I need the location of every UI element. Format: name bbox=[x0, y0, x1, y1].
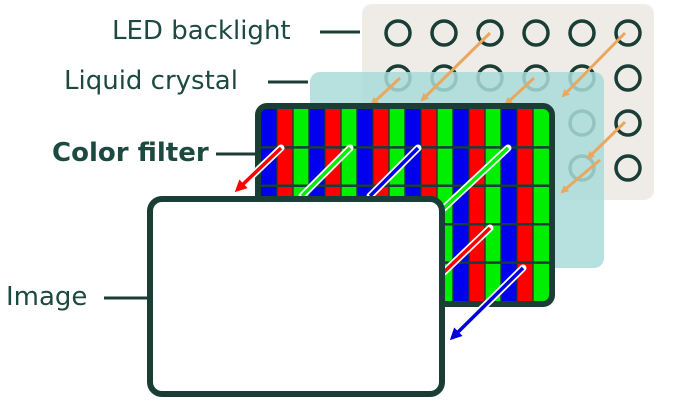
led-circle bbox=[476, 19, 504, 47]
led-circle bbox=[384, 19, 412, 47]
backlight-ray bbox=[370, 76, 402, 106]
filter-stripe-blue bbox=[453, 109, 470, 301]
filter-stripe-red bbox=[469, 109, 486, 301]
colored-light-ray bbox=[300, 146, 352, 198]
led-backlight-label: LED backlight bbox=[112, 16, 291, 46]
liquid-crystal-label: Liquid crystal bbox=[64, 66, 238, 96]
filter-stripe-green bbox=[485, 109, 502, 301]
color-filter-label: Color filter bbox=[52, 138, 209, 168]
backlight-ray bbox=[561, 31, 627, 98]
led-circle bbox=[568, 19, 596, 47]
backlight-ray bbox=[504, 76, 536, 106]
backlight-ray bbox=[586, 120, 627, 160]
backlight-ray bbox=[560, 158, 601, 194]
image-screen bbox=[147, 196, 445, 397]
filter-stripe-blue bbox=[501, 109, 518, 301]
filter-stripe-green bbox=[533, 109, 550, 301]
led-circle bbox=[614, 154, 642, 182]
colored-light-ray bbox=[442, 226, 492, 274]
led-circle bbox=[430, 19, 458, 47]
colored-light-ray bbox=[449, 266, 525, 341]
led-circle bbox=[522, 19, 550, 47]
led-circle bbox=[614, 64, 642, 92]
filter-stripe-red bbox=[517, 109, 534, 301]
colored-light-rays bbox=[233, 144, 527, 342]
backlight-ray bbox=[420, 31, 492, 102]
colored-light-ray bbox=[368, 146, 420, 198]
led-circle bbox=[614, 19, 642, 47]
led-circle bbox=[614, 109, 642, 137]
liquid-crystal-light-rays bbox=[370, 31, 627, 194]
colored-light-ray bbox=[442, 146, 510, 210]
image-label: Image bbox=[6, 282, 88, 312]
colored-light-ray bbox=[234, 146, 283, 193]
